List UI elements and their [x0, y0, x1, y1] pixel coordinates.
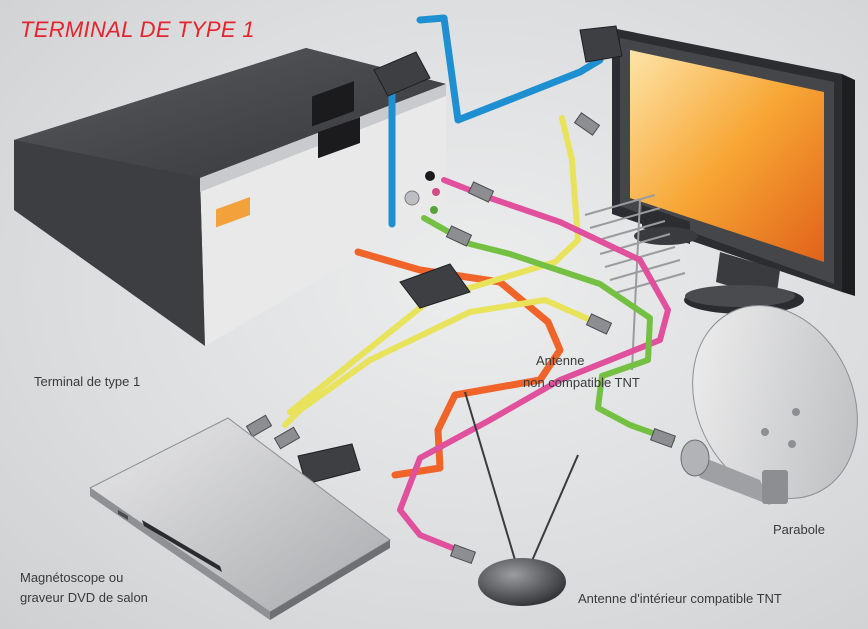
scart-connectors	[297, 25, 623, 485]
cable-satellite	[421, 215, 675, 443]
terminal-box	[14, 48, 446, 346]
coax-plugs	[245, 112, 677, 565]
dvd-recorder	[89, 417, 391, 620]
television	[612, 28, 855, 314]
parabole-label: Parabole	[773, 522, 826, 537]
page-title: TERMINAL DE TYPE 1	[20, 17, 255, 42]
recorder-label-line1: Magnétoscope ou	[20, 570, 124, 585]
antenna-incompatible-label-line2: non compatible TNT	[523, 375, 640, 390]
recorder-label-line2: graveur DVD de salon	[20, 590, 148, 605]
cable-aerial	[282, 115, 598, 428]
terminal-label: Terminal de type 1	[34, 374, 141, 389]
antenna-incompatible-label-line1: Antenne	[536, 353, 585, 368]
satellite-dish	[680, 305, 858, 505]
cable-indoor-antenna	[397, 177, 671, 558]
indoor-antenna	[464, 391, 579, 606]
tv-screen	[630, 50, 824, 262]
indoor-antenna-label: Antenne d'intérieur compatible TNT	[578, 591, 782, 606]
